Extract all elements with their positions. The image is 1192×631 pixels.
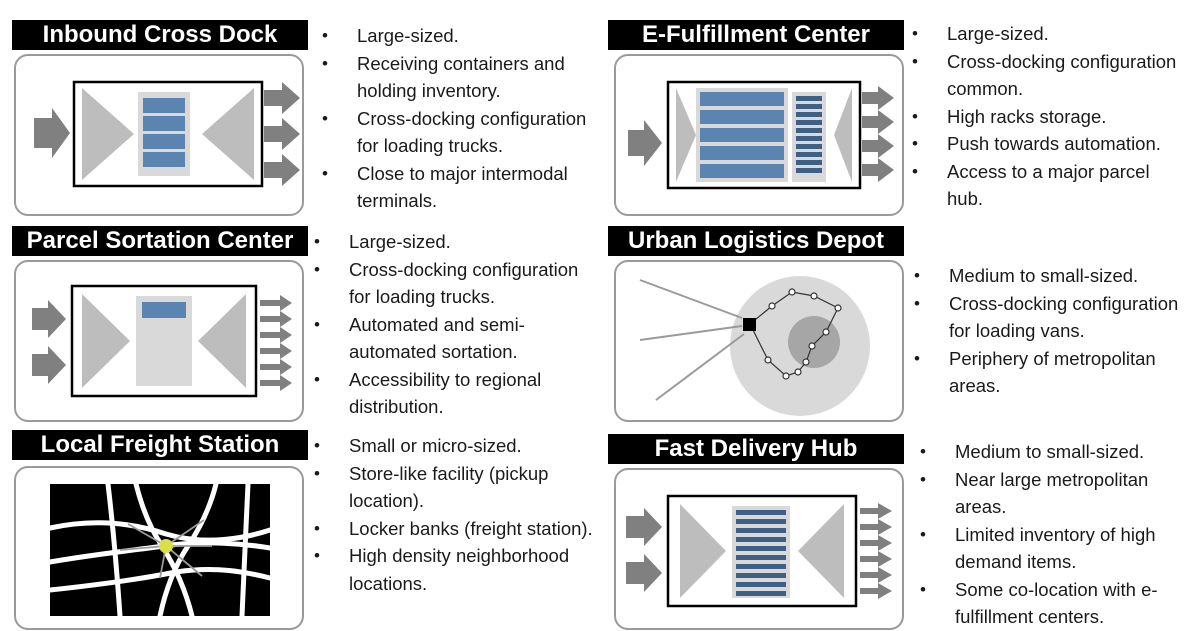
panel-title-local-freight-station: Local Freight Station — [12, 430, 308, 460]
automated-picking-shelves — [796, 96, 822, 173]
e-fulfillment-center-illustration — [628, 80, 894, 190]
outgoing-arrow — [264, 82, 300, 114]
city-block-map — [50, 484, 270, 616]
inbound-cross-dock-diagram — [14, 54, 304, 216]
panel-title-parcel-sortation-center: Parcel Sortation Center — [12, 226, 308, 256]
bullet-item: Periphery of metropolitan areas. — [914, 345, 1190, 400]
panel-title-inbound-cross-dock: Inbound Cross Dock — [12, 20, 308, 50]
outbound-dock-triangle — [202, 88, 254, 180]
incoming-arrow — [32, 300, 66, 338]
outgoing-arrow — [862, 134, 894, 158]
outgoing-arrows — [860, 503, 892, 599]
bullet-item: High racks storage. — [912, 103, 1188, 131]
incoming-arrow — [628, 120, 662, 166]
bullet-item: Large-sized. — [912, 20, 1188, 48]
freight-station-marker — [159, 539, 173, 553]
inbound-cross-dock-bullets: Large-sized. Receiving containers and ho… — [322, 22, 597, 215]
inventory-shelves — [736, 510, 786, 596]
bullet-item: Limited inventory of high demand items. — [920, 521, 1190, 576]
parcel-sortation-center-bullets: Large-sized. Cross-docking configuration… — [314, 228, 598, 421]
bullet-item: Medium to small-sized. — [920, 438, 1190, 466]
bullet-item: High density neighborhood locations. — [314, 542, 598, 597]
bullet-item: Some co-location with e-fulfillment cent… — [920, 576, 1190, 631]
depot-marker — [743, 318, 756, 331]
local-freight-station-bullets: Small or micro-sized. Store-like facilit… — [314, 432, 598, 597]
fast-delivery-hub-diagram — [614, 468, 904, 630]
urban-logistics-depot-diagram — [614, 260, 904, 422]
parcel-sortation-center-illustration — [32, 284, 292, 398]
bullet-item: Access to a major parcel hub. — [912, 158, 1188, 213]
storage-rack — [143, 98, 185, 113]
parcel-sortation-center-diagram — [14, 260, 304, 422]
fast-delivery-hub-bullets: Medium to small-sized. Near large metrop… — [920, 438, 1190, 631]
inbound-dock-triangle — [82, 294, 130, 388]
sortation-system — [142, 302, 186, 318]
urban-logistics-depot-bullets: Medium to small-sized. Cross-docking con… — [914, 262, 1190, 400]
outgoing-arrow — [862, 86, 894, 110]
storage-rack — [700, 164, 784, 178]
local-freight-station-illustration — [47, 481, 273, 619]
inbound-cross-dock-illustration — [34, 80, 300, 188]
bullet-item: Push towards automation. — [912, 130, 1188, 158]
panel-title-e-fulfillment-center: E-Fulfillment Center — [608, 20, 904, 50]
bullet-item: Cross-docking configuration common. — [912, 48, 1188, 103]
bullet-item: Large-sized. — [314, 228, 598, 256]
incoming-arrow — [626, 508, 662, 546]
bullet-item: Locker banks (freight station). — [314, 515, 598, 543]
outbound-dock-triangle — [834, 88, 852, 182]
urban-logistics-depot-illustration — [639, 276, 870, 416]
bullet-item: Large-sized. — [322, 22, 597, 50]
bullet-item: Small or micro-sized. — [314, 432, 598, 460]
bullet-item: Accessibility to regional distribution. — [314, 366, 598, 421]
delivery-stops — [764, 288, 842, 380]
bullet-item: Near large metropolitan areas. — [920, 466, 1190, 521]
supply-flow-line — [655, 333, 745, 401]
bullet-item: Cross-docking configuration for loading … — [914, 290, 1190, 345]
delivery-route — [749, 291, 839, 377]
incoming-arrow — [626, 554, 662, 592]
bullet-item: Cross-docking configuration for loading … — [322, 105, 597, 160]
storage-rack — [700, 128, 784, 142]
urban-core — [788, 316, 840, 368]
supply-flow-line — [639, 279, 743, 319]
bullet-item: Close to major intermodal terminals. — [322, 160, 597, 215]
outgoing-arrow — [264, 154, 300, 186]
fast-delivery-hub-illustration — [626, 494, 892, 608]
storage-rack — [143, 152, 185, 167]
incoming-arrow — [34, 108, 70, 158]
outgoing-arrow — [862, 158, 894, 182]
panel-title-fast-delivery-hub: Fast Delivery Hub — [608, 434, 904, 464]
incoming-arrow — [32, 346, 66, 384]
outgoing-arrow — [264, 118, 300, 150]
outgoing-arrows — [260, 295, 292, 391]
supply-flow-line — [639, 325, 743, 341]
storage-rack — [700, 92, 784, 106]
bullet-item: Automated and semi-automated sortation. — [314, 311, 598, 366]
storage-rack — [700, 146, 784, 160]
storage-rack — [143, 134, 185, 149]
e-fulfillment-center-bullets: Large-sized. Cross-docking configuration… — [912, 20, 1188, 213]
local-freight-station-diagram — [14, 466, 304, 630]
storage-rack — [700, 110, 784, 124]
bullet-item: Store-like facility (pickup location). — [314, 460, 598, 515]
inbound-dock-triangle — [680, 504, 726, 598]
bullet-item: Medium to small-sized. — [914, 262, 1190, 290]
outbound-dock-triangle — [798, 504, 844, 598]
inbound-dock-triangle — [82, 88, 134, 180]
bullet-item: Receiving containers and holding invento… — [322, 50, 597, 105]
outgoing-arrow — [862, 110, 894, 134]
bullet-item: Cross-docking configuration for loading … — [314, 256, 598, 311]
inbound-dock-triangle — [676, 88, 696, 182]
e-fulfillment-center-diagram — [614, 54, 904, 216]
panel-title-urban-logistics-depot: Urban Logistics Depot — [608, 226, 904, 256]
outbound-dock-triangle — [198, 294, 246, 388]
storage-rack — [143, 116, 185, 131]
